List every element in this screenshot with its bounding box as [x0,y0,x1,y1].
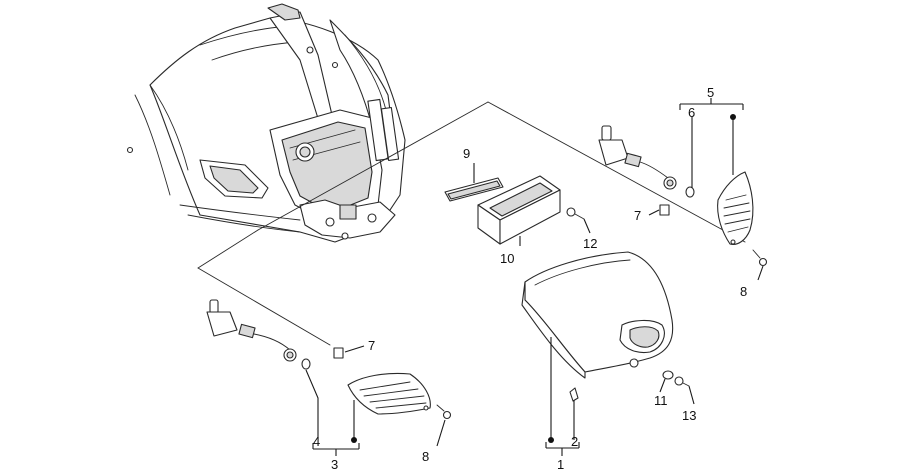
callout-2: 2 [571,434,578,449]
part-11-washer [659,370,674,393]
part-1-headlight-assembly [521,251,674,443]
part-7-clip-upper [648,204,670,216]
callout-7-upper: 7 [634,208,641,223]
front-body-panel [126,3,406,243]
bracket-group-5 [679,98,744,110]
callout-5: 5 [707,85,714,100]
part-10-lamp-housing [477,175,561,246]
part-7-clip-lower [333,345,365,359]
callout-9: 9 [463,146,470,161]
part-9-lens [444,163,504,202]
bracket-group-3 [312,443,360,456]
callout-12: 12 [583,236,597,251]
upper-right-bulb-socket [598,117,695,198]
callout-11: 11 [654,393,668,408]
part-8-screw-upper [752,249,768,281]
lower-left-bulb-socket [206,299,319,438]
assembly-outline [197,101,746,346]
lower-left-reflector [347,372,431,443]
part-12-screw [566,207,591,234]
upper-right-reflector [717,114,754,245]
part-13-screw [674,376,695,405]
callout-1: 1 [557,457,564,472]
callout-10: 10 [500,251,514,266]
callout-4: 4 [313,434,320,449]
callout-8-upper: 8 [740,284,747,299]
callout-7-lower: 7 [368,338,375,353]
callout-8-lower: 8 [422,449,429,464]
callout-3: 3 [331,457,338,472]
callout-6: 6 [688,105,695,120]
part-8-screw-lower [436,404,452,447]
callout-13: 13 [682,408,696,423]
bracket-group-1 [545,442,580,456]
